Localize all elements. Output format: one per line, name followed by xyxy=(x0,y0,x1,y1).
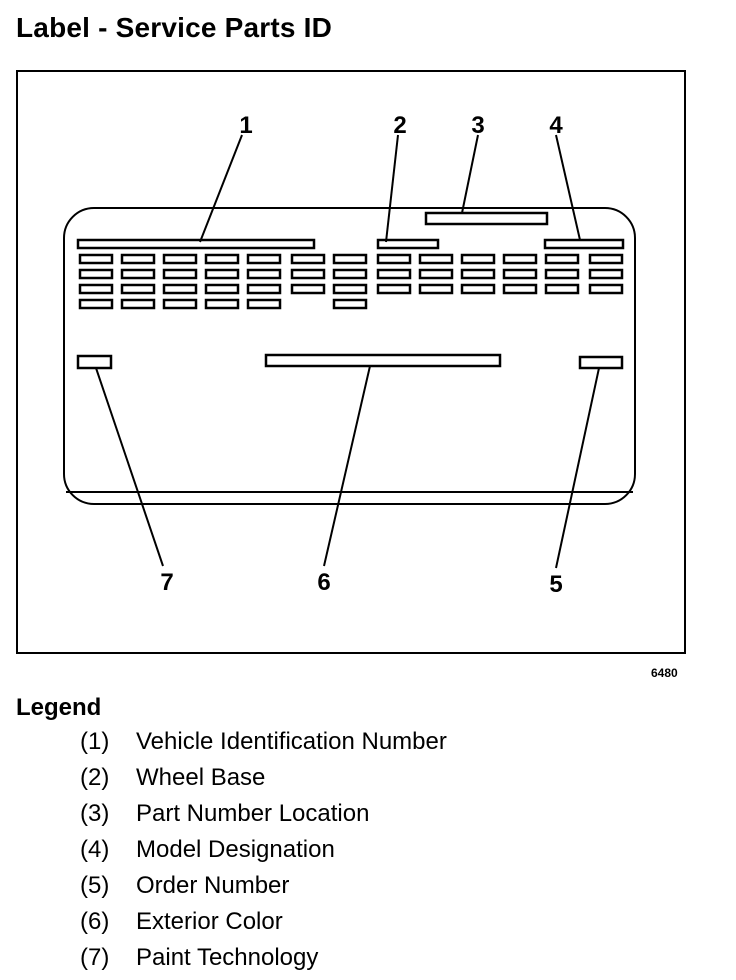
part-code-cell xyxy=(290,268,326,280)
leader-line-5 xyxy=(555,367,600,569)
part-code-cell xyxy=(460,283,496,295)
part-code-cell xyxy=(376,253,412,265)
part-code-cell xyxy=(460,253,496,265)
part-code-cell xyxy=(162,283,198,295)
part-code-cell xyxy=(418,253,454,265)
callout-4: 4 xyxy=(549,112,563,139)
part-code-cell xyxy=(120,268,156,280)
callout-7: 7 xyxy=(160,569,173,596)
callout-1: 1 xyxy=(239,112,252,139)
part-code-cell xyxy=(332,283,368,295)
legend-heading: Legend xyxy=(16,694,102,721)
part-code-cell xyxy=(588,268,624,280)
order-number-box xyxy=(578,355,624,370)
callout-6: 6 xyxy=(317,569,330,596)
exterior-color-bar xyxy=(264,353,502,368)
legend-item-text: Model Designation xyxy=(136,836,335,863)
part-code-cell xyxy=(246,253,282,265)
part-code-cell xyxy=(502,268,538,280)
part-code-cell xyxy=(332,298,368,310)
part-code-cell xyxy=(246,283,282,295)
legend-item-number: (3) xyxy=(80,800,110,827)
part-code-cell xyxy=(78,253,114,265)
leader-line-4 xyxy=(555,134,581,241)
part-code-grid xyxy=(78,253,624,310)
legend-item-number: (6) xyxy=(80,908,110,935)
part-code-cell xyxy=(78,268,114,280)
legend-item-number: (2) xyxy=(80,764,110,791)
legend-item-text: Exterior Color xyxy=(136,908,283,935)
part-code-cell xyxy=(502,253,538,265)
legend-item: (7) Paint Technology xyxy=(80,944,447,980)
part-code-cell xyxy=(544,253,580,265)
leader-line-1 xyxy=(199,134,243,243)
figure-id: 6480 xyxy=(651,666,678,680)
callout-5: 5 xyxy=(549,571,562,598)
part-code-cell xyxy=(120,283,156,295)
leader-line-7 xyxy=(95,367,164,567)
part-code-cell xyxy=(120,253,156,265)
part-code-cell xyxy=(332,268,368,280)
part-code-cell xyxy=(204,283,240,295)
legend-item: (4) Model Designation xyxy=(80,836,447,872)
legend-item-number: (4) xyxy=(80,836,110,863)
part-number-bar xyxy=(424,211,549,226)
legend-item: (2) Wheel Base xyxy=(80,764,447,800)
part-code-cell xyxy=(290,283,326,295)
legend-item-number: (1) xyxy=(80,728,110,755)
part-code-cell xyxy=(544,268,580,280)
legend-item-text: Wheel Base xyxy=(136,764,266,791)
part-code-cell xyxy=(204,268,240,280)
part-code-cell xyxy=(502,283,538,295)
part-code-cell xyxy=(204,298,240,310)
legend-item-text: Paint Technology xyxy=(136,944,319,971)
part-code-cell xyxy=(78,283,114,295)
part-code-cell xyxy=(332,253,368,265)
callout-2: 2 xyxy=(393,112,406,139)
wheel-base-bar xyxy=(376,238,440,250)
legend-item: (6) Exterior Color xyxy=(80,908,447,944)
figure-frame xyxy=(16,70,686,654)
part-code-cell xyxy=(162,268,198,280)
leader-line-3 xyxy=(461,134,479,214)
part-code-cell xyxy=(290,253,326,265)
model-designation-bar xyxy=(543,238,625,250)
legend-item-text: Part Number Location xyxy=(136,800,370,827)
legend-item-number: (7) xyxy=(80,944,110,971)
part-code-cell xyxy=(588,253,624,265)
part-code-cell xyxy=(120,298,156,310)
part-code-cell xyxy=(246,298,282,310)
callout-3: 3 xyxy=(471,112,484,139)
part-code-cell xyxy=(162,298,198,310)
legend-item: (1) Vehicle Identification Number xyxy=(80,728,447,764)
part-code-cell xyxy=(162,253,198,265)
part-code-cell xyxy=(376,283,412,295)
legend-item: (5) Order Number xyxy=(80,872,447,908)
part-code-cell xyxy=(418,268,454,280)
legend-item-text: Order Number xyxy=(136,872,290,899)
legend-item-text: Vehicle Identification Number xyxy=(136,728,447,755)
page-title: Label - Service Parts ID xyxy=(16,12,333,43)
vin-bar xyxy=(76,238,316,250)
part-code-cell xyxy=(418,283,454,295)
leader-line-2 xyxy=(385,134,399,243)
paint-technology-box xyxy=(76,354,113,370)
part-code-cell xyxy=(376,268,412,280)
leader-line-6 xyxy=(323,365,371,567)
legend-item: (3) Part Number Location xyxy=(80,800,447,836)
part-code-cell xyxy=(588,283,624,295)
legend-list: (1) Vehicle Identification Number (2) Whee… xyxy=(80,728,447,980)
part-code-cell xyxy=(78,298,114,310)
part-code-cell xyxy=(460,268,496,280)
legend-item-number: (5) xyxy=(80,872,110,899)
part-code-cell xyxy=(204,253,240,265)
part-code-cell xyxy=(544,283,580,295)
part-code-cell xyxy=(246,268,282,280)
